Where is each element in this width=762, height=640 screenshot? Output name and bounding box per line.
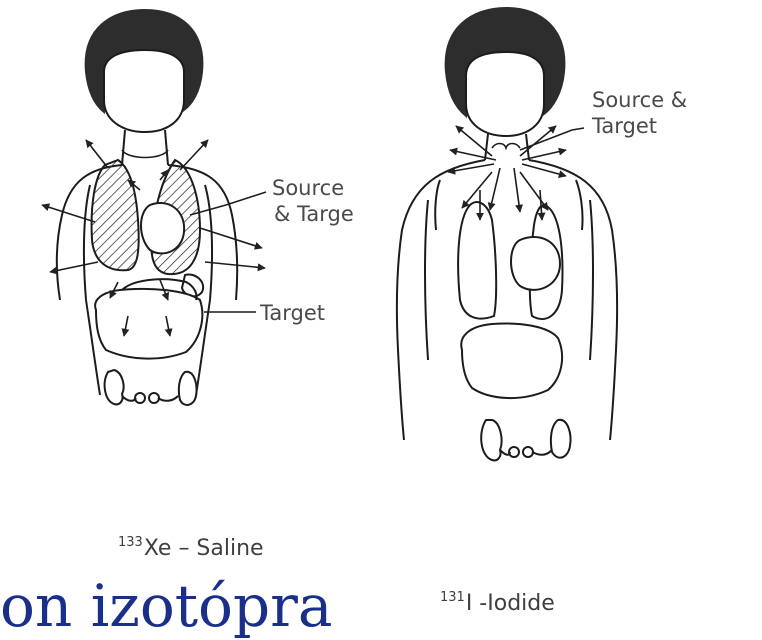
left-label-source: Source	[272, 176, 344, 200]
diagram-stage: Source & Targe Target Source & Target 13…	[0, 0, 762, 623]
left-kidney-right	[105, 370, 124, 404]
left-lung-right	[92, 160, 139, 270]
right-label-source: Source &	[592, 88, 687, 112]
right-body-figure	[397, 8, 617, 460]
left-heart	[141, 203, 184, 253]
left-label-and-target: & Targe	[274, 202, 354, 226]
right-kidney-right	[481, 420, 501, 460]
right-caption-mass: 131	[440, 590, 465, 605]
right-lung-right	[458, 202, 496, 318]
left-liver	[95, 289, 202, 359]
right-caption: 131I -Iodide	[440, 590, 555, 616]
left-body-figure	[42, 10, 266, 405]
left-caption-mass: 133	[118, 535, 143, 550]
right-kidney-left	[551, 420, 571, 458]
right-liver	[461, 324, 562, 399]
left-face	[104, 50, 184, 132]
left-label-target: Target	[260, 301, 325, 325]
right-face	[466, 52, 544, 136]
slide-heading-fragment: on izotópra	[0, 572, 332, 640]
left-caption-text: Xe – Saline	[144, 536, 264, 561]
right-label-target: Target	[592, 114, 657, 138]
right-caption-text: I -Iodide	[466, 591, 555, 616]
right-heart	[511, 237, 560, 290]
left-caption: 133Xe – Saline	[118, 535, 264, 561]
left-kidney-left	[179, 372, 197, 405]
